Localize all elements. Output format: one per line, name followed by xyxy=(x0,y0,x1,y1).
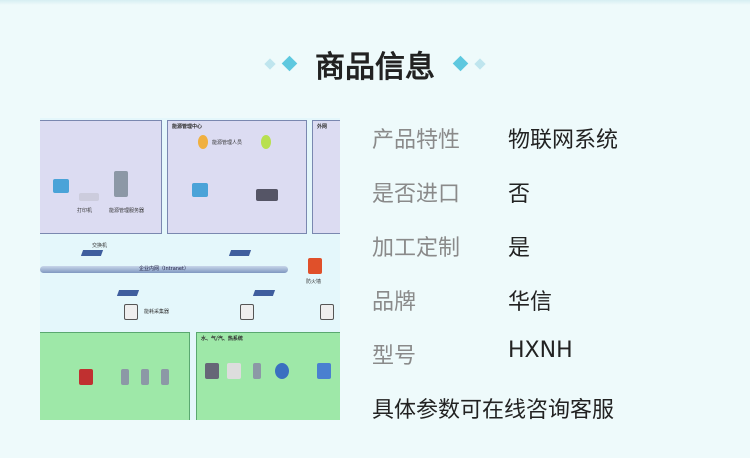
spec-row: 产品特性 物联网系统 xyxy=(372,122,618,154)
printer-label: 打印机 xyxy=(77,208,93,214)
consult-note: 具体参数可在线咨询客服 xyxy=(372,398,615,423)
spec-value: HXNH xyxy=(508,338,573,363)
firewall-icon xyxy=(308,258,322,274)
zone-dispatch: 打印机 能源管理服务器 xyxy=(40,120,162,234)
zone-devices xyxy=(40,332,190,420)
intranet-bus: 企业内网（Intranet） xyxy=(40,266,288,273)
spec-value: 否 xyxy=(508,182,531,207)
network-diagram-image: 打印机 能源管理服务器 能源管理中心 能源管理人员 外网 交换机 企业内网（In… xyxy=(40,118,340,420)
spec-label: 型号 xyxy=(372,344,417,369)
person-icon xyxy=(198,135,208,149)
spec-label: 加工定制 xyxy=(372,236,461,261)
collector-icon xyxy=(124,304,138,320)
ac-module-icon xyxy=(121,369,129,385)
switch-icon xyxy=(252,290,276,296)
spec-row: 是否进口 否 xyxy=(372,176,530,208)
collector-label: 能耗采集器 xyxy=(144,309,170,315)
printer-icon xyxy=(79,193,99,201)
computer-icon xyxy=(192,183,208,197)
flowmeter-icon xyxy=(253,363,261,379)
server-icon xyxy=(114,171,128,197)
collector-icon xyxy=(320,304,334,320)
manager-label: 能源管理人员 xyxy=(212,140,243,146)
firewall-label: 防火墙 xyxy=(306,279,322,285)
spec-label: 产品特性 xyxy=(372,128,461,153)
ai-module-icon xyxy=(79,369,93,385)
switch-label: 交换机 xyxy=(92,243,108,249)
zone-external: 外网 xyxy=(312,120,340,234)
switch-icon xyxy=(116,290,140,296)
computer-icon xyxy=(53,179,69,193)
zone-water-gas-heat: 水、气/汽、热系统 xyxy=(196,332,340,420)
spec-value: 华信 xyxy=(508,290,553,315)
zone-label: 外网 xyxy=(317,124,328,130)
top-band xyxy=(0,0,750,5)
controller-icon xyxy=(317,363,331,379)
spec-row: 型号 HXNH xyxy=(372,338,573,370)
spec-label: 是否进口 xyxy=(372,182,461,207)
person-icon xyxy=(261,135,271,149)
spec-value: 物联网系统 xyxy=(508,128,619,153)
pump-icon xyxy=(205,363,219,379)
laptop-icon xyxy=(256,189,278,201)
zone-label: 能源管理中心 xyxy=(172,124,203,130)
do-module-icon xyxy=(161,369,169,385)
switch-icon xyxy=(80,250,104,256)
server-label: 能源管理服务器 xyxy=(109,208,145,214)
section-title: 商品信息 xyxy=(315,50,435,85)
collector-icon xyxy=(240,304,254,320)
spec-row: 加工定制 是 xyxy=(372,230,530,262)
gas-meter-icon xyxy=(227,363,241,379)
heat-meter-icon xyxy=(275,363,289,379)
spec-row: 品牌 华信 xyxy=(372,284,552,316)
spec-value: 是 xyxy=(508,236,531,261)
zone-label: 水、气/汽、热系统 xyxy=(201,336,243,342)
spec-label: 品牌 xyxy=(372,290,417,315)
di-module-icon xyxy=(141,369,149,385)
switch-icon xyxy=(228,250,252,256)
zone-energy-center: 能源管理中心 能源管理人员 xyxy=(167,120,307,234)
